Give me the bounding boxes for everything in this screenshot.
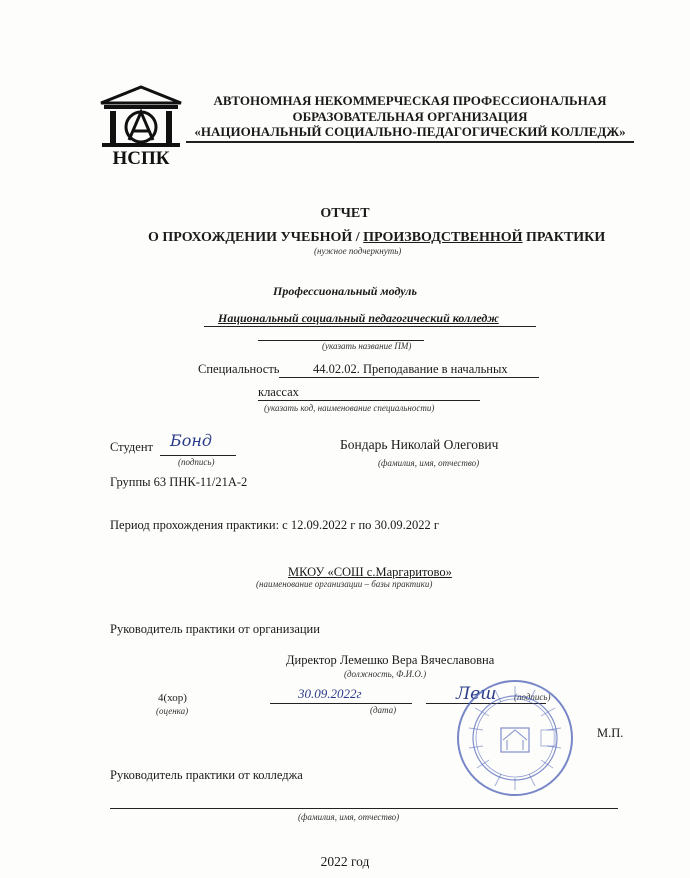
subtitle-selected: ПРОИЗВОДСТВЕННОЙ xyxy=(363,230,523,245)
document-year: 2022 год xyxy=(320,854,370,869)
student-label: Студент xyxy=(110,440,153,454)
college-supervisor-line xyxy=(110,808,618,809)
official-stamp xyxy=(457,680,573,796)
practice-period: Период прохождения практики: с 12.09.202… xyxy=(110,518,440,532)
specialty-label: Специальность xyxy=(198,362,280,376)
date-hint: (дата) xyxy=(370,705,397,715)
report-title: ОТЧЕТ xyxy=(320,206,370,221)
logo-text: НСПК xyxy=(112,148,169,167)
org-name-line-3: «НАЦИОНАЛЬНЫЙ СОЦИАЛЬНО-ПЕДАГОГИЧЕСКИЙ К… xyxy=(194,124,626,139)
stamp-label: М.П. xyxy=(597,726,624,740)
organization-name: МКОУ «СОШ с.Маргаритово» xyxy=(288,565,452,579)
specialty-hint: (указать код, наименование специальности… xyxy=(264,403,435,413)
specialty-underline-1 xyxy=(279,377,539,378)
student-signature-hint: (подпись) xyxy=(178,457,215,467)
student-name-hint: (фамилия, имя, отчество) xyxy=(378,458,480,468)
college-logo: НСПК xyxy=(100,85,182,167)
report-subtitle: О ПРОХОЖДЕНИИ УЧЕБНОЙ / ПРОИЗВОДСТВЕННОЙ… xyxy=(148,230,605,246)
student-group: Группы 63 ПНК-11/21А-2 xyxy=(110,475,248,489)
college-supervisor-label: Руководитель практики от колледжа xyxy=(110,768,303,782)
org-name-line-2: ОБРАЗОВАТЕЛЬНАЯ ОРГАНИЗАЦИЯ xyxy=(292,109,528,124)
module-label: Профессиональный модуль xyxy=(273,284,417,298)
module-value: Национальный социальный педагогический к… xyxy=(218,311,499,325)
college-supervisor-hint: (фамилия, имя, отчество) xyxy=(298,812,400,822)
grade-hint: (оценка) xyxy=(156,706,189,716)
student-signature-line xyxy=(160,455,236,456)
org-name-line-1: АВТОНОМНАЯ НЕКОММЕРЧЕСКАЯ ПРОФЕССИОНАЛЬН… xyxy=(213,93,607,108)
specialty-underline-2 xyxy=(258,400,480,401)
org-supervisor-label: Руководитель практики от организации xyxy=(110,622,320,636)
module-underline xyxy=(204,326,536,327)
subtitle-prefix: О ПРОХОЖДЕНИИ УЧЕБНОЙ / xyxy=(148,230,364,245)
subtitle-hint: (нужное подчеркнуть) xyxy=(314,246,402,256)
module-second-line xyxy=(258,340,424,341)
subtitle-suffix: ПРАКТИКИ xyxy=(522,230,606,245)
module-hint: (указать название ПМ) xyxy=(322,341,412,351)
supervisor-signature-line xyxy=(426,703,546,704)
org-supervisor-hint: (должность, Ф.И.О.) xyxy=(344,669,427,679)
student-name: Бондарь Николай Олегович xyxy=(340,437,499,452)
header-rule xyxy=(186,141,634,143)
specialty-value-2: классах xyxy=(258,385,299,399)
date-line xyxy=(270,703,412,704)
specialty-value-1: 44.02.02. Преподавание в начальных xyxy=(313,362,508,376)
organization-hint: (наименование организации – базы практик… xyxy=(256,579,433,589)
supervisor-signature-hint: (подпись) xyxy=(514,692,551,702)
org-supervisor-name: Директор Лемешко Вера Вячеславовна xyxy=(286,653,495,667)
grade-value: 4(хор) xyxy=(158,692,187,704)
practice-date: 30.09.2022г xyxy=(298,686,362,701)
student-signature: Бонд xyxy=(170,431,213,450)
